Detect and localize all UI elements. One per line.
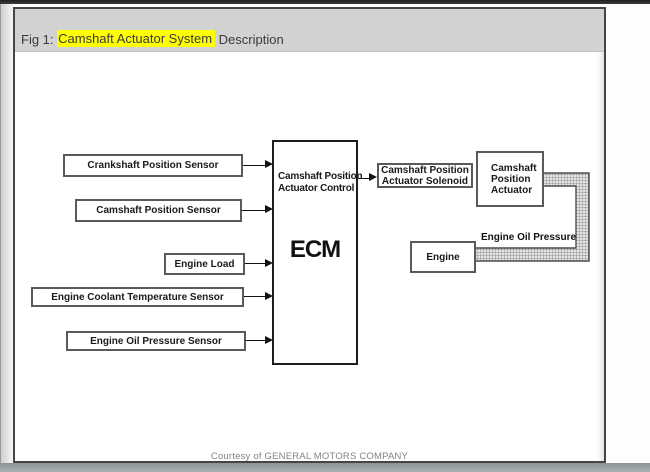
arrow-engine-load-to-ecm bbox=[245, 258, 273, 267]
actuator-line3: Actuator bbox=[491, 184, 533, 196]
engine-label: Engine bbox=[426, 251, 460, 263]
camshaft-position-sensor-label: Camshaft Position Sensor bbox=[96, 205, 221, 216]
camshaft-position-actuator-label: Camshaft Position Actuator bbox=[491, 163, 537, 196]
ecm-control-text: Camshaft Position Actuator Control bbox=[278, 171, 363, 194]
courtesy-text: Courtesy of GENERAL MOTORS COMPANY bbox=[210, 451, 409, 462]
arrow-crankshaft-to-ecm bbox=[243, 160, 273, 169]
window-left-margin bbox=[0, 4, 13, 463]
arrow-oil-pressure-to-ecm bbox=[246, 335, 273, 344]
actuator-line1: Camshaft bbox=[491, 162, 537, 174]
engine-oil-pressure-sensor-label: Engine Oil Pressure Sensor bbox=[90, 335, 222, 347]
camshaft-position-actuator-box: Camshaft Position Actuator bbox=[476, 151, 544, 207]
figure-title-highlight: Camshaft Actuator System bbox=[57, 30, 216, 47]
ecm-label: ECM bbox=[289, 236, 341, 263]
engine-load-box: Engine Load bbox=[164, 253, 245, 275]
figure-title-bar: Fig 1: Camshaft Actuator System Descript… bbox=[15, 9, 604, 52]
figure-title-suffix: Description bbox=[215, 32, 284, 47]
solenoid-line1: Camshaft Position bbox=[381, 164, 469, 176]
engine-oil-pressure-sensor-box: Engine Oil Pressure Sensor bbox=[66, 331, 246, 351]
ecm-box: Camshaft Position Actuator Control ECM bbox=[272, 140, 363, 365]
engine-coolant-temperature-sensor-box: Engine Coolant Temperature Sensor bbox=[31, 287, 244, 307]
horizontal-scrollbar-track[interactable] bbox=[0, 463, 650, 472]
window-top-edge bbox=[0, 0, 650, 4]
camshaft-position-sensor-box: Camshaft Position Sensor bbox=[75, 199, 242, 222]
arrow-camshaft-to-ecm bbox=[242, 205, 273, 214]
arrow-coolant-temp-to-ecm bbox=[244, 291, 273, 300]
engine-oil-pressure-label: Engine Oil Pressure bbox=[481, 232, 577, 243]
engine-box: Engine bbox=[410, 241, 476, 273]
solenoid-line2: Actuator Solenoid bbox=[381, 175, 469, 187]
engine-load-label: Engine Load bbox=[174, 258, 235, 270]
arrow-ecm-to-solenoid bbox=[358, 173, 377, 182]
camshaft-actuator-solenoid-box: Camshaft Position Actuator Solenoid bbox=[377, 163, 473, 188]
engine-coolant-temperature-sensor-label: Engine Coolant Temperature Sensor bbox=[51, 291, 224, 303]
figure-title-prefix: Fig 1: bbox=[21, 32, 58, 47]
actuator-line2: Position bbox=[491, 173, 531, 185]
ecm-control-line2: Actuator Control bbox=[278, 182, 355, 194]
ecm-control-line1: Camshaft Position bbox=[278, 171, 363, 182]
crankshaft-position-sensor-label: Crankshaft Position Sensor bbox=[87, 160, 219, 171]
crankshaft-position-sensor-box: Crankshaft Position Sensor bbox=[63, 154, 243, 177]
camshaft-actuator-solenoid-label: Camshaft Position Actuator Solenoid bbox=[381, 165, 469, 187]
